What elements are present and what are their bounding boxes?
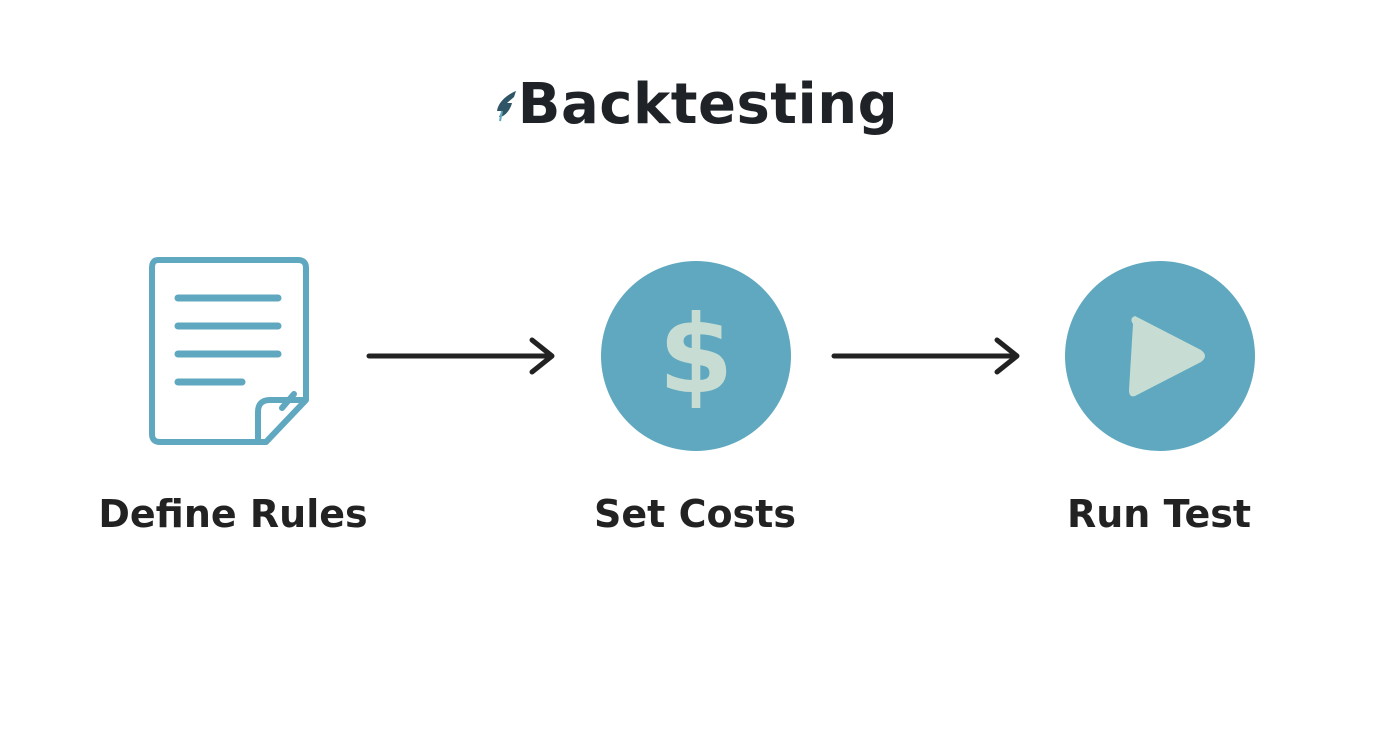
page-title: Backtesting — [517, 72, 899, 137]
title-group: Backtesting — [494, 72, 898, 137]
arrow-right-icon — [831, 337, 1020, 375]
arrow-right-icon — [366, 337, 555, 375]
step-label-run-test: Run Test — [1066, 492, 1252, 536]
diagram-title: Backtesting — [0, 72, 1392, 137]
dollar-icon: $ — [601, 261, 791, 451]
play-icon — [1065, 261, 1255, 451]
step-label-define-rules: Define Rules — [98, 492, 368, 536]
step-label-set-costs: Set Costs — [594, 492, 796, 536]
quill-icon — [496, 90, 516, 121]
document-icon — [149, 257, 309, 445]
dollar-glyph: $ — [658, 293, 733, 418]
